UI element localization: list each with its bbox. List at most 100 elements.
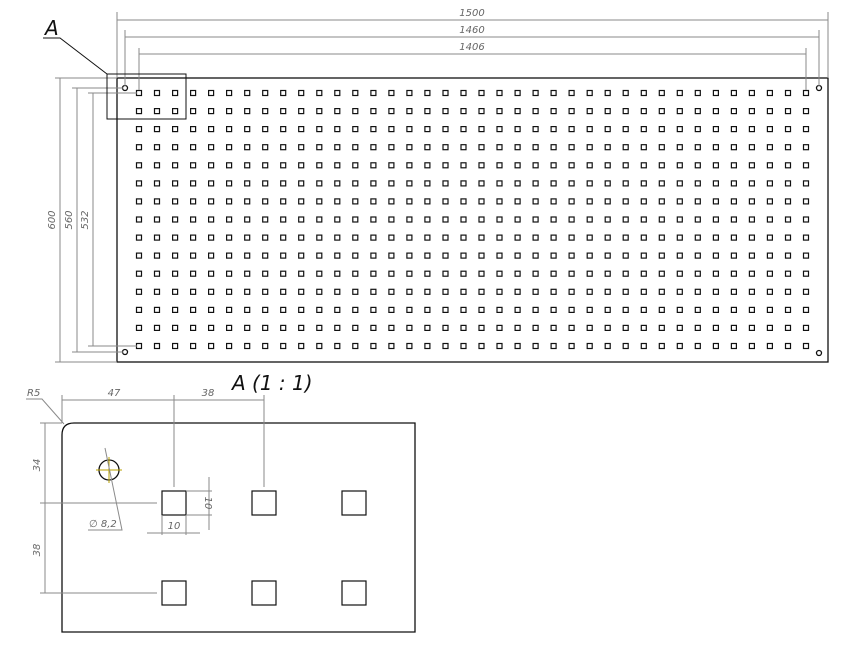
- mounting-holes: [121, 84, 823, 357]
- square-hole: [676, 144, 683, 151]
- square-hole: [406, 252, 413, 259]
- square-hole: [802, 162, 810, 169]
- square-hole: [388, 306, 395, 313]
- square-hole: [352, 306, 359, 313]
- square-hole: [514, 180, 521, 187]
- svg-text:10: 10: [202, 497, 213, 510]
- square-hole: [766, 324, 774, 331]
- square-hole: [784, 324, 792, 331]
- square-hole: [694, 198, 701, 205]
- square-hole: [640, 180, 647, 187]
- square-hole: [388, 324, 395, 331]
- svg-text:1460: 1460: [459, 25, 484, 36]
- square-hole: [676, 89, 683, 97]
- square-hole: [153, 107, 161, 115]
- square-hole: [406, 216, 413, 223]
- square-hole: [334, 252, 341, 259]
- square-hole: [748, 234, 756, 241]
- square-hole: [153, 89, 161, 97]
- square-hole: [568, 107, 575, 115]
- square-hole: [604, 324, 611, 331]
- square-hole: [568, 89, 575, 97]
- square-hole: [442, 306, 449, 313]
- square-hole: [550, 107, 557, 115]
- square-hole: [622, 180, 629, 187]
- square-hole: [676, 107, 683, 115]
- square-hole: [280, 342, 287, 350]
- square-hole: [802, 306, 810, 313]
- square-hole: [135, 198, 143, 205]
- dimension-1500: 1500: [116, 8, 829, 78]
- square-hole: [316, 180, 323, 187]
- square-hole: [532, 234, 539, 241]
- square-hole: [712, 144, 720, 151]
- square-hole: [424, 162, 431, 169]
- square-hole: [604, 144, 611, 151]
- square-hole: [190, 144, 197, 151]
- square-hole: [424, 89, 431, 97]
- square-hole: [532, 89, 539, 97]
- square-hole: [280, 162, 287, 169]
- square-hole: [622, 216, 629, 223]
- square-hole: [316, 252, 323, 259]
- square-hole: [388, 270, 395, 277]
- square-hole: [568, 252, 575, 259]
- dimension-square-width: 10: [147, 515, 200, 535]
- square-hole: [766, 180, 774, 187]
- square-hole: [514, 107, 521, 115]
- square-hole: [550, 216, 557, 223]
- square-hole: [172, 270, 179, 277]
- square-hole: [658, 324, 665, 331]
- square-hole: [244, 107, 251, 115]
- square-hole: [640, 342, 647, 350]
- square-hole: [676, 216, 683, 223]
- square-hole: [604, 234, 611, 241]
- square-hole: [226, 234, 233, 241]
- square-hole: [352, 89, 359, 97]
- square-hole: [676, 306, 683, 313]
- square-hole: [604, 342, 611, 350]
- square-hole: [748, 324, 756, 331]
- square-hole: [766, 234, 774, 241]
- square-hole: [262, 342, 269, 350]
- square-hole: [262, 324, 269, 331]
- square-hole: [730, 198, 738, 205]
- square-hole: [694, 324, 701, 331]
- square-hole: [298, 144, 305, 151]
- square-hole: [226, 288, 233, 295]
- square-hole: [388, 180, 395, 187]
- square-hole: [730, 107, 738, 115]
- square-hole: [388, 216, 395, 223]
- square-hole: [370, 252, 377, 259]
- square-hole: [406, 162, 413, 169]
- square-hole: [604, 180, 611, 187]
- square-hole: [316, 125, 323, 133]
- square-hole: [442, 198, 449, 205]
- square-hole: [676, 252, 683, 259]
- square-hole: [676, 125, 683, 133]
- square-hole: [226, 306, 233, 313]
- square-hole: [406, 234, 413, 241]
- svg-text:A: A: [43, 16, 59, 40]
- square-hole: [532, 198, 539, 205]
- square-hole: [730, 270, 738, 277]
- square-hole: [694, 144, 701, 151]
- square-hole: [298, 162, 305, 169]
- square-hole: [406, 144, 413, 151]
- square-hole: [460, 198, 467, 205]
- square-hole: [802, 144, 810, 151]
- square-hole: [784, 306, 792, 313]
- square-hole: [135, 125, 143, 133]
- square-hole: [604, 288, 611, 295]
- square-hole: [460, 162, 467, 169]
- square-hole: [298, 198, 305, 205]
- square-hole: [712, 180, 720, 187]
- square-hole: [802, 198, 810, 205]
- square-hole: [406, 306, 413, 313]
- square-hole: [172, 234, 179, 241]
- square-hole: [316, 107, 323, 115]
- square-hole: [388, 288, 395, 295]
- square-hole: [568, 198, 575, 205]
- square-hole: [514, 144, 521, 151]
- square-hole: [135, 288, 143, 295]
